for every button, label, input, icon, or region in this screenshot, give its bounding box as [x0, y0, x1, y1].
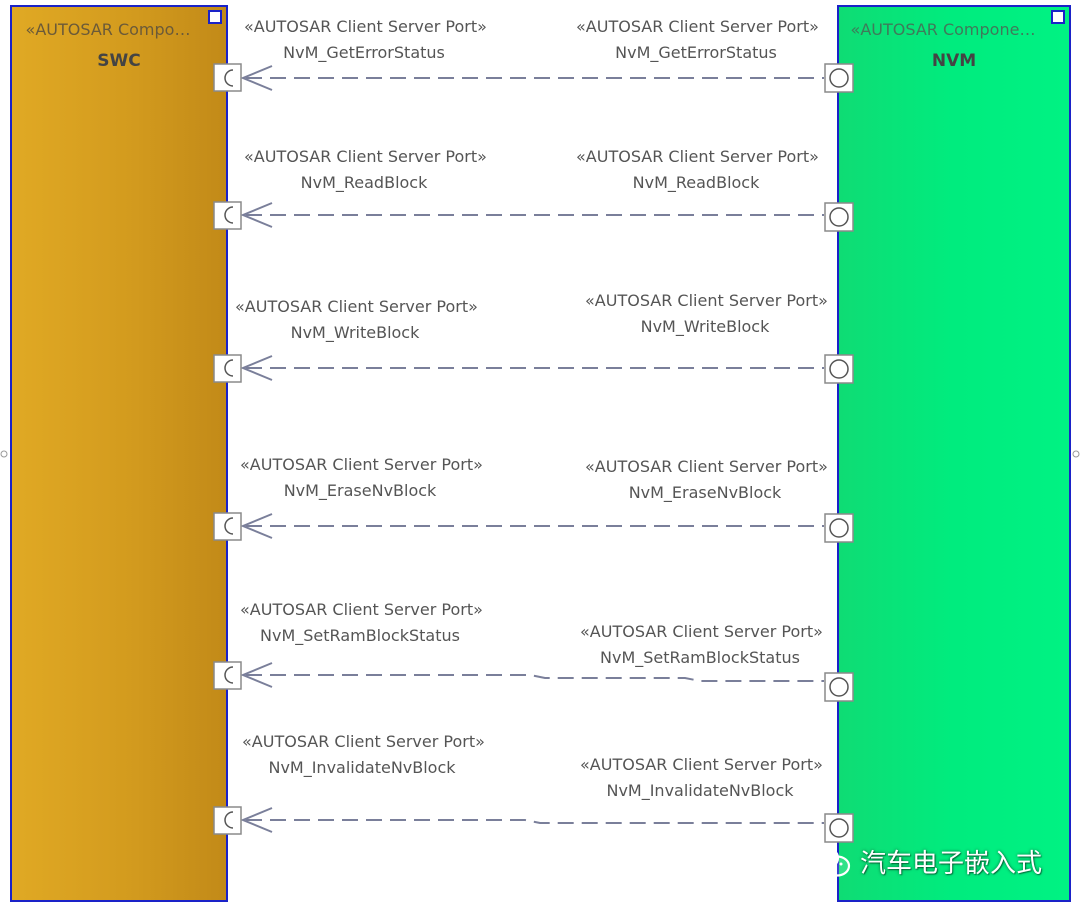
required-port-label: «AUTOSAR Client Server Port» NvM_WriteBl… — [235, 294, 478, 346]
port-name: NvM_GetErrorStatus — [283, 43, 445, 62]
arrowhead-icon — [240, 807, 273, 833]
component-icon — [208, 10, 222, 24]
swc-name: SWC — [97, 51, 141, 71]
required-port[interactable] — [213, 63, 242, 92]
port-name: NvM_EraseNvBlock — [628, 483, 782, 502]
required-port[interactable] — [213, 201, 242, 230]
nvm-stereotype: «AUTOSAR Compone… — [850, 20, 1036, 39]
port-name: NvM_SetRamBlockStatus — [600, 648, 800, 667]
port-name: NvM_InvalidateNvBlock — [606, 781, 794, 800]
nvm-component[interactable]: «AUTOSAR Compone… NVM — [837, 5, 1071, 902]
port-stereotype: «AUTOSAR Client Server Port» — [235, 297, 478, 316]
required-port-label: «AUTOSAR Client Server Port» NvM_SetRamB… — [240, 597, 483, 649]
connection-set-ram-block-status[interactable] — [213, 661, 854, 702]
connection-invalidate-nv-block[interactable] — [213, 806, 854, 843]
watermark: 汽车电子嵌入式 — [808, 843, 1042, 880]
port-name: NvM_SetRamBlockStatus — [260, 626, 460, 645]
component-icon — [1051, 10, 1065, 24]
connection-get-error-status[interactable] — [213, 63, 854, 93]
port-name: NvM_WriteBlock — [290, 323, 420, 342]
port-stereotype: «AUTOSAR Client Server Port» — [576, 17, 819, 36]
port-stereotype: «AUTOSAR Client Server Port» — [240, 455, 483, 474]
required-port[interactable] — [213, 806, 242, 835]
required-port-label: «AUTOSAR Client Server Port» NvM_ReadBlo… — [244, 144, 487, 196]
arrowhead-icon — [240, 662, 273, 688]
provided-port-label: «AUTOSAR Client Server Port» NvM_ReadBlo… — [576, 144, 819, 196]
port-name: NvM_ReadBlock — [300, 173, 428, 192]
socket-icon — [224, 69, 234, 87]
port-stereotype: «AUTOSAR Client Server Port» — [240, 600, 483, 619]
socket-icon — [224, 517, 234, 535]
port-stereotype: «AUTOSAR Client Server Port» — [580, 622, 823, 641]
lollipop-icon — [829, 518, 849, 538]
port-stereotype: «AUTOSAR Client Server Port» — [576, 147, 819, 166]
required-port-label: «AUTOSAR Client Server Port» NvM_Invalid… — [242, 729, 485, 781]
socket-icon — [224, 666, 234, 684]
required-port[interactable] — [213, 661, 242, 690]
required-port[interactable] — [213, 512, 242, 541]
socket-icon — [224, 359, 234, 377]
port-name: NvM_ReadBlock — [632, 173, 760, 192]
arrowhead-icon — [240, 513, 273, 539]
required-port[interactable] — [213, 354, 242, 383]
lollipop-icon — [829, 818, 849, 838]
socket-icon — [224, 811, 234, 829]
provided-port-label: «AUTOSAR Client Server Port» NvM_WriteBl… — [585, 288, 828, 340]
socket-icon — [224, 206, 234, 224]
resize-handle[interactable] — [0, 450, 8, 458]
port-stereotype: «AUTOSAR Client Server Port» — [580, 755, 823, 774]
lollipop-icon — [829, 68, 849, 88]
required-port-label: «AUTOSAR Client Server Port» NvM_GetErro… — [244, 14, 487, 66]
port-stereotype: «AUTOSAR Client Server Port» — [244, 17, 487, 36]
provided-port-label: «AUTOSAR Client Server Port» NvM_Invalid… — [580, 752, 823, 804]
port-name: NvM_GetErrorStatus — [615, 43, 777, 62]
port-stereotype: «AUTOSAR Client Server Port» — [244, 147, 487, 166]
wechat-icon — [808, 845, 851, 877]
dependency-connector[interactable] — [246, 819, 824, 824]
arrowhead-icon — [240, 355, 273, 381]
dependency-connector[interactable] — [246, 674, 824, 682]
port-stereotype: «AUTOSAR Client Server Port» — [242, 732, 485, 751]
connection-erase-nv-block[interactable] — [213, 512, 854, 543]
port-stereotype: «AUTOSAR Client Server Port» — [585, 291, 828, 310]
port-name: NvM_WriteBlock — [640, 317, 770, 336]
watermark-text: 汽车电子嵌入式 — [860, 849, 1043, 879]
nvm-name: NVM — [931, 51, 977, 71]
port-name: NvM_InvalidateNvBlock — [268, 758, 456, 777]
arrowhead-icon — [240, 202, 273, 228]
lollipop-icon — [829, 207, 849, 227]
connection-write-block[interactable] — [213, 354, 854, 384]
provided-port-label: «AUTOSAR Client Server Port» NvM_SetRamB… — [580, 619, 823, 671]
resize-handle[interactable] — [1072, 450, 1080, 458]
required-port-label: «AUTOSAR Client Server Port» NvM_EraseNv… — [240, 452, 483, 504]
swc-component[interactable]: «AUTOSAR Compo… SWC — [10, 5, 228, 902]
lollipop-icon — [829, 359, 849, 379]
swc-stereotype: «AUTOSAR Compo… — [25, 20, 191, 39]
provided-port-label: «AUTOSAR Client Server Port» NvM_GetErro… — [576, 14, 819, 66]
arrowhead-icon — [240, 65, 273, 91]
lollipop-icon — [829, 677, 849, 697]
connection-read-block[interactable] — [213, 201, 854, 232]
port-stereotype: «AUTOSAR Client Server Port» — [585, 457, 828, 476]
provided-port-label: «AUTOSAR Client Server Port» NvM_EraseNv… — [585, 454, 828, 506]
port-name: NvM_EraseNvBlock — [283, 481, 437, 500]
